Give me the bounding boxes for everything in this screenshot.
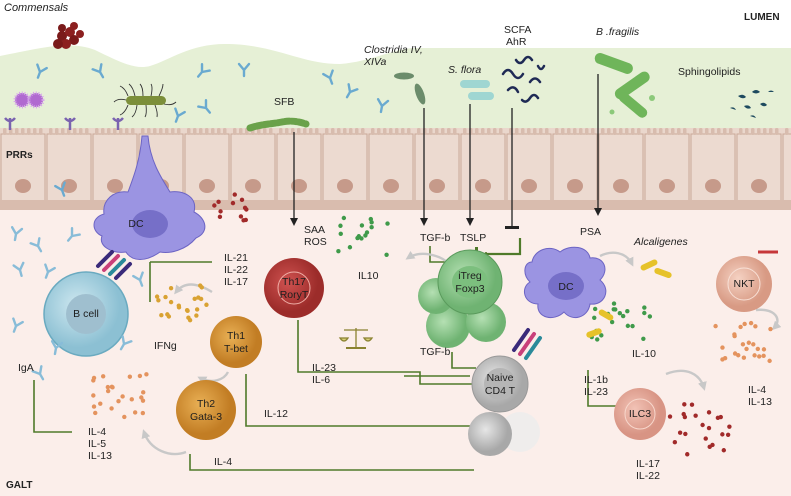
il10-mid-label: IL10 <box>358 270 379 282</box>
il5-label: IL-5 <box>88 438 107 450</box>
th2-label: Th2 <box>196 397 216 410</box>
il4-label: IL-4 <box>88 426 107 438</box>
il4-nkt-label: IL-4 <box>748 384 767 396</box>
alcaligenes-label: Alcaligenes <box>634 236 688 248</box>
lumen-region <box>0 44 791 132</box>
naive-label: Naive <box>486 371 514 384</box>
cytokine-dots <box>91 192 773 457</box>
il1b-label: IL-1b <box>584 374 608 386</box>
dendritic-cell-left <box>93 135 206 260</box>
tslp-inhibition <box>475 238 522 261</box>
tcr-mhc-right <box>512 328 542 360</box>
tgfb-top-label: TGF-b <box>420 232 451 244</box>
nkt-label: NKT <box>733 277 755 290</box>
ros-label: ROS <box>304 236 327 248</box>
nkt-cell <box>716 256 772 312</box>
il12-label: IL-12 <box>264 408 288 420</box>
alcaligenes-bacteria <box>586 259 672 338</box>
sphingolipids-label: Sphingolipids <box>678 66 741 78</box>
roryt-label: RoryT <box>279 288 309 301</box>
s-flora-label: S. flora <box>448 64 482 76</box>
ilc3-cell <box>614 388 666 440</box>
th1-cell <box>210 316 262 368</box>
antibodies <box>36 62 390 197</box>
itreg-label: iTreg <box>458 269 482 282</box>
prrs-label: PRRs <box>6 150 33 161</box>
iga-label: IgA <box>18 362 34 374</box>
ifng-label: IFNg <box>154 340 177 352</box>
s-flora-bacteria <box>460 80 494 100</box>
il10-right-label: IL-10 <box>632 348 656 360</box>
il17-label-bottom: IL-17 <box>636 458 660 470</box>
tbet-label: T-bet <box>224 342 248 355</box>
cd4t-label: CD4 T <box>484 384 516 397</box>
il22-label: IL-22 <box>224 264 248 276</box>
ilc3-label: ILC3 <box>628 407 652 420</box>
b-fragilis-bacteria <box>594 53 655 118</box>
tcr-mhc-left <box>96 250 132 280</box>
il4-bottom-label: IL-4 <box>214 456 233 468</box>
saa-label: SAA <box>304 224 326 236</box>
commensals-label: Commensals <box>4 2 69 14</box>
galt-antibodies <box>10 226 144 381</box>
ahr-label: AhR <box>506 36 527 48</box>
gata3-label: Gata-3 <box>189 410 223 423</box>
il6-label: IL-6 <box>312 374 331 386</box>
th2-cell <box>176 380 236 440</box>
clostridia-label-line1: Clostridia IV, <box>364 44 423 56</box>
tslp-label: TSLP <box>460 232 487 244</box>
th17-cell <box>264 258 324 318</box>
th17-label: Th17 <box>282 275 306 288</box>
dc-right-label: DC <box>558 280 574 293</box>
b-cell-label: B cell <box>73 307 99 320</box>
purple-diplococcus <box>13 91 45 109</box>
il23-label: IL-23 <box>312 362 336 374</box>
sfb-label: SFB <box>274 96 295 108</box>
dendritic-cell-right <box>523 246 607 319</box>
prr-receptors <box>4 117 124 130</box>
b-cell <box>43 271 129 357</box>
lumen-label: LUMEN <box>744 12 780 23</box>
th1-label: Th1 <box>226 329 246 342</box>
commensal-cluster <box>53 22 84 49</box>
b-fragilis-label: B .fragilis <box>596 26 640 38</box>
clostridia-label-line2: XIVa <box>364 56 387 68</box>
naive-cd4-cell <box>468 355 540 456</box>
il23-right-label: IL-23 <box>584 386 608 398</box>
itreg-cell <box>418 249 506 348</box>
epithelial-cells <box>0 128 791 203</box>
scfa-molecules <box>501 55 546 103</box>
scfa-label: SCFA <box>504 24 532 36</box>
clostridia-bacteria <box>394 72 426 105</box>
il13-label: IL-13 <box>88 450 112 462</box>
pathway-lines <box>33 246 620 471</box>
signal-arrows <box>290 74 602 229</box>
tgfb-low-label: TGF-b <box>420 346 451 358</box>
sphingolipid-particles <box>730 90 774 118</box>
dc-left-label: DC <box>128 217 144 230</box>
psa-label: PSA <box>580 226 602 238</box>
il13-nkt-label: IL-13 <box>748 396 772 408</box>
il22-label-bottom: IL-22 <box>636 470 660 482</box>
sfb-chain <box>246 117 310 132</box>
il17-label: IL-17 <box>224 276 248 288</box>
balance-scale-icon <box>338 328 374 349</box>
foxp3-label: Foxp3 <box>455 282 485 295</box>
flagellated-bacterium <box>113 83 177 118</box>
galt-label: GALT <box>6 480 33 491</box>
il21-label: IL-21 <box>224 252 248 264</box>
